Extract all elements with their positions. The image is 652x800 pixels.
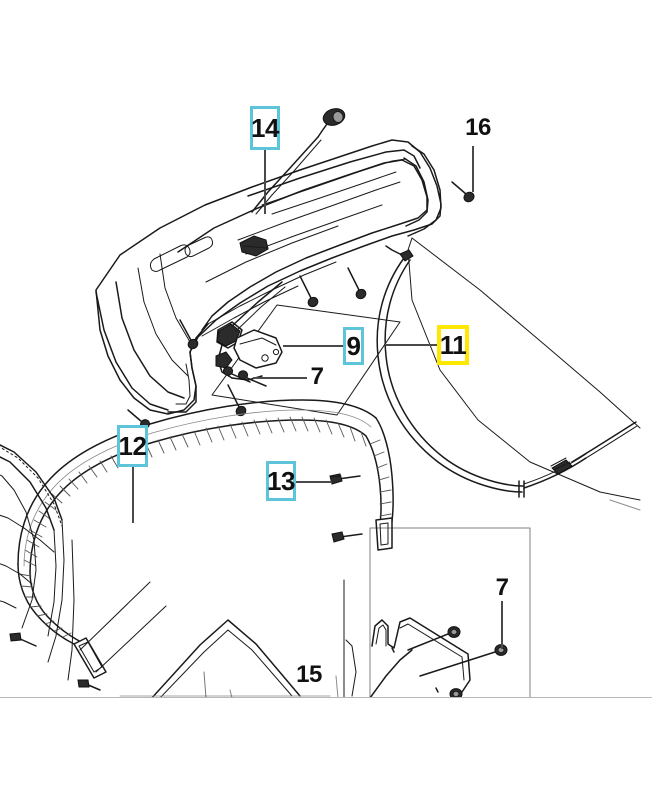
deflector-housing-art — [95, 108, 442, 415]
latch-bracket-art — [211, 281, 401, 416]
screw — [299, 275, 319, 308]
bolt — [237, 370, 267, 387]
collector-bag-left-art — [0, 444, 75, 681]
screw — [179, 319, 199, 350]
screw — [227, 384, 247, 417]
control-cable-art — [376, 237, 641, 501]
screw — [347, 267, 367, 300]
callout-13-leader — [296, 481, 332, 483]
technical-line-art: .ln { fill:none; stroke:#1a1a1a; stroke-… — [0, 108, 641, 698]
fastener-screws — [179, 181, 475, 417]
callout-7-leader — [253, 377, 307, 379]
callout-16[interactable]: 16 — [465, 114, 491, 141]
callout-7[interactable]: 7 — [310, 363, 324, 390]
callout-14-leader — [264, 150, 266, 214]
cable-adjuster — [550, 457, 573, 475]
callout-12[interactable]: 12 — [117, 425, 148, 467]
screw — [329, 473, 361, 485]
reference-construction-lines — [203, 499, 641, 698]
callout-13[interactable]: 13 — [266, 461, 296, 501]
callout-14[interactable]: 14 — [250, 106, 280, 150]
callout-15[interactable]: 15 — [296, 661, 322, 688]
callout-12-leader — [132, 467, 134, 523]
callout-9[interactable]: 9 — [343, 327, 364, 365]
screw — [331, 531, 363, 543]
callout-7b-leader — [501, 601, 503, 649]
callout-11[interactable]: 11 — [437, 325, 469, 365]
screw — [9, 632, 37, 647]
callout-11-leader — [385, 344, 437, 346]
callout-9-leader — [283, 345, 343, 347]
collector-bag-art — [119, 579, 357, 698]
screw — [77, 679, 101, 691]
handle-screws — [9, 409, 363, 691]
chute-bracket-art — [369, 527, 531, 698]
bolt — [419, 644, 508, 677]
callout-16-leader — [472, 146, 474, 192]
diagram-viewport[interactable]: .ln { fill:none; stroke:#1a1a1a; stroke-… — [0, 0, 652, 698]
screw-16 — [451, 181, 475, 203]
bolt — [449, 688, 463, 698]
bolt — [407, 626, 461, 651]
callout-7b[interactable]: 7 — [495, 574, 509, 601]
viewport-bottom-rule — [0, 697, 652, 698]
